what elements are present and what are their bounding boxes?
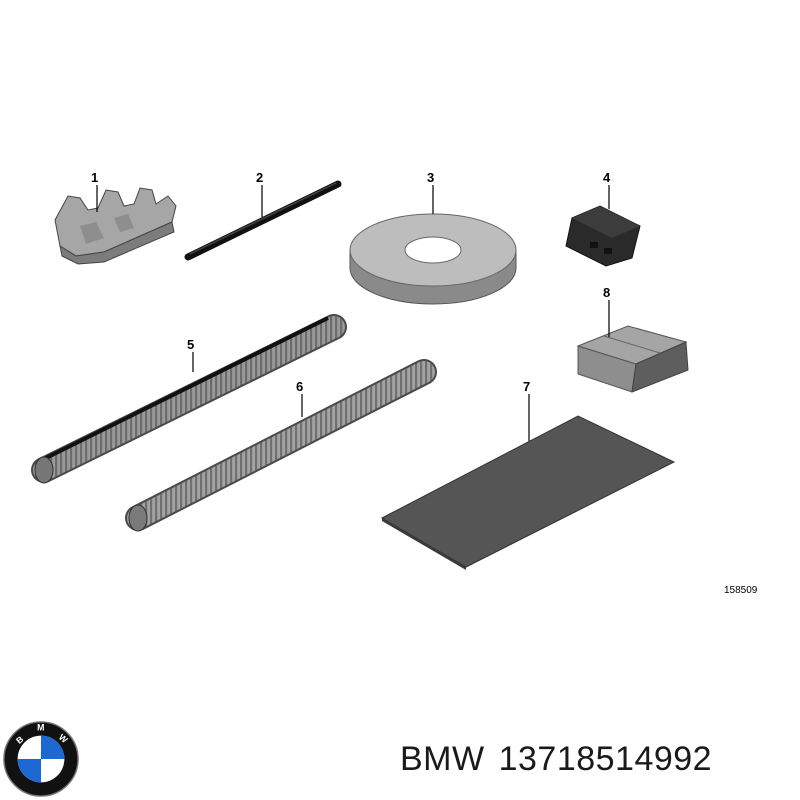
diagram-reference-number: 158509 [724, 585, 758, 596]
bmw-logo: B M W [3, 721, 79, 797]
part-3-tape-roll [349, 185, 517, 305]
callout-8: 8 [603, 285, 610, 300]
part-number-caption: BMW 13718514992 [400, 740, 726, 779]
part-number: 13718514992 [498, 740, 713, 778]
part-5-split-tube [31, 314, 347, 484]
part-8-block [576, 300, 689, 393]
part-7-pad [380, 394, 676, 570]
logo-letter-b: B [14, 734, 25, 746]
callout-7: 7 [523, 379, 530, 394]
callout-1: 1 [91, 170, 98, 185]
callout-5: 5 [187, 337, 194, 352]
callout-2: 2 [256, 170, 263, 185]
brand-name: BMW [400, 740, 485, 778]
part-2-hose [184, 180, 342, 261]
part-6-corrugated-tube [125, 359, 437, 532]
callout-4: 4 [603, 170, 611, 185]
logo-letter-m: M [37, 723, 44, 733]
callout-3: 3 [427, 170, 434, 185]
callout-6: 6 [296, 379, 303, 394]
part-4-connector [565, 185, 641, 267]
part-1-clip [54, 185, 177, 265]
